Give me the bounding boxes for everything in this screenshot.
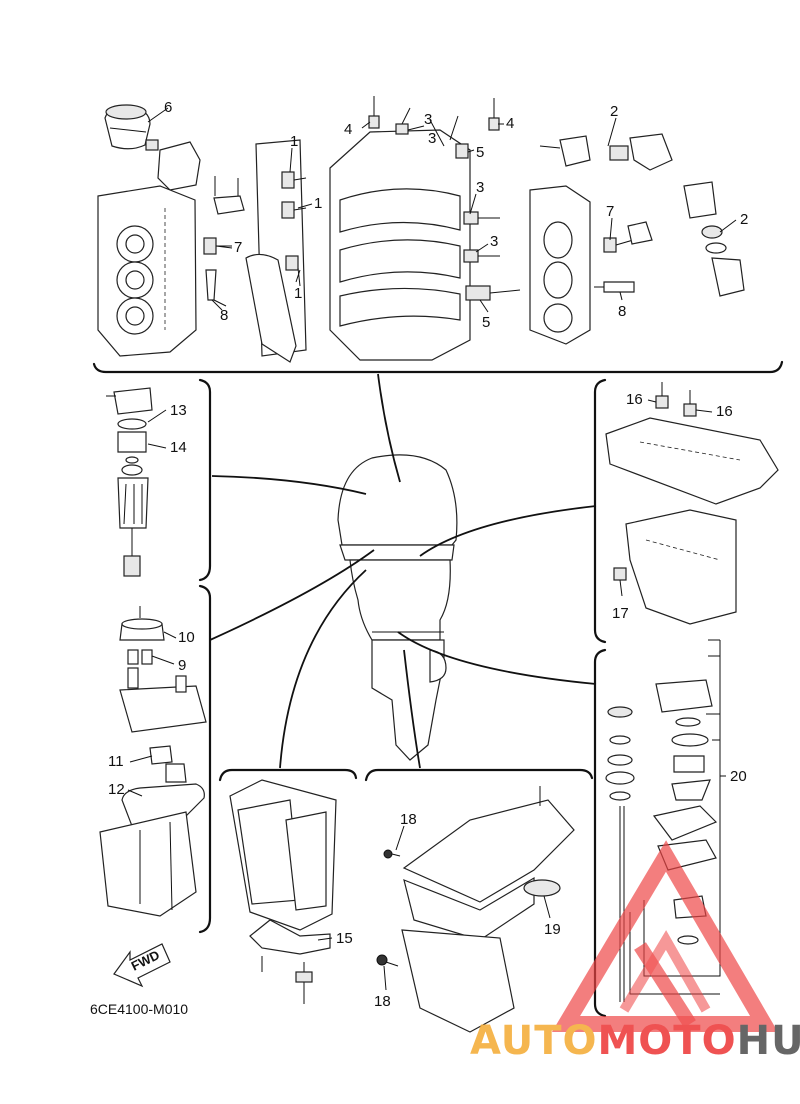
diagram-reference-code: 6CE4100-M010 (90, 1001, 188, 1017)
fwd-arrow: FWD (113, 943, 171, 988)
vapor-separator-parts: FWD 6CE4100-M010 (90, 606, 207, 1017)
callout-label: 8 (618, 303, 626, 320)
callout-label: 10 (178, 629, 195, 646)
callout-label: 17 (612, 605, 629, 622)
callout-label: 8 (220, 307, 228, 324)
callout-label: 13 (170, 402, 187, 419)
callout-label: 1 (290, 133, 298, 150)
callout-label: 20 (730, 768, 747, 785)
callout-label: 3 (476, 179, 484, 196)
callout-label: 1 (294, 285, 302, 302)
watermark-part-moto: MOTO (598, 1018, 737, 1064)
callout-label: 6 (164, 99, 172, 116)
lower-unit-parts (376, 786, 575, 1033)
callout-label: 14 (170, 439, 187, 456)
callout-label: 3 (428, 130, 436, 147)
callout-label: 16 (626, 391, 643, 408)
outboard-motor-silhouette (337, 454, 458, 761)
callout-label: 16 (716, 403, 733, 420)
top-section-parts (97, 96, 745, 363)
section-leader-lines (209, 373, 597, 769)
callout-label: 7 (606, 203, 614, 220)
callout-labels: 1 1 1 2 2 3 3 3 3 4 4 5 5 6 7 7 8 8 9 10… (108, 99, 748, 1010)
callout-label: 3 (424, 111, 432, 128)
callout-label: 3 (490, 233, 498, 250)
callout-label: 11 (108, 753, 124, 770)
callout-label: 4 (506, 115, 514, 132)
callout-label: 1 (314, 195, 322, 212)
callout-label: 15 (336, 930, 353, 947)
watermark: AUTOMOTOHUB (470, 840, 800, 1064)
callout-leaders (127, 117, 737, 991)
callout-label: 2 (610, 103, 618, 120)
exhaust-guide-parts (605, 382, 779, 625)
callout-label: 5 (482, 314, 490, 331)
watermark-logo-triangle (551, 840, 778, 1032)
callout-label: 9 (178, 657, 186, 674)
callout-label: 12 (108, 781, 125, 798)
section-frames (92, 360, 784, 1018)
callout-label: 18 (400, 811, 417, 828)
callout-label: 7 (234, 239, 242, 256)
callout-label: 5 (476, 144, 484, 161)
watermark-part-auto: AUTO (470, 1018, 598, 1064)
callout-label: 19 (544, 921, 561, 938)
watermark-text: AUTOMOTOHUB (470, 1018, 800, 1064)
oil-filter (104, 104, 169, 150)
callout-label: 18 (374, 993, 391, 1010)
fuel-filter-parts (106, 387, 153, 577)
callout-label: 2 (740, 211, 748, 228)
callout-label: 4 (344, 121, 352, 138)
watermark-part-hub: HUB (737, 1018, 800, 1064)
upper-casing-parts (229, 779, 337, 1004)
